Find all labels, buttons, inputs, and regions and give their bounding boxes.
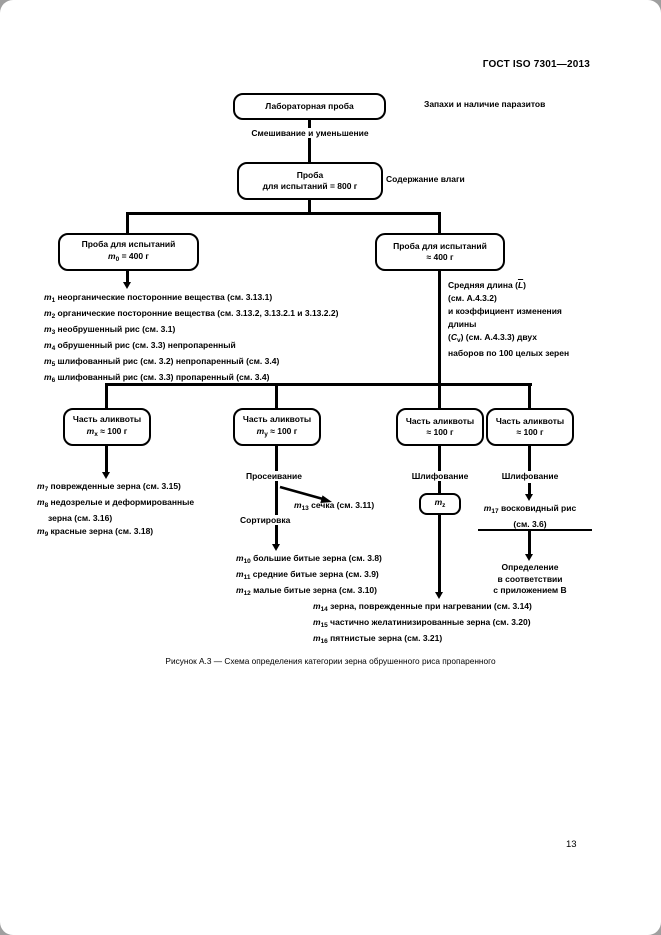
page-number: 13 [566,839,577,850]
connector-line [275,445,278,546]
mz-label: mz [434,496,446,509]
damaged-list: m7 поврежденные зерна (см. 3.15) m8 недоз… [37,480,195,541]
step-grinding4-label: Шлифование [495,471,565,481]
connector-line [438,212,441,234]
node-sample-a-line1: Проба для испытаний [81,239,176,249]
node-mz: mz [419,493,461,515]
aliquot-1-label: Часть аликвоты [72,414,142,424]
list-item: m16 пятнистые зерна (см. 3.21) [313,633,443,645]
node-sample-b-line2: ≈ 400 г [426,252,454,262]
connector-line [275,383,278,408]
flow-arrowhead [525,494,533,501]
connector-line [105,445,108,474]
length-note-line6: наборов по 100 целых зерен [448,348,570,358]
aliquot-3-mass: ≈ 100 г [426,427,454,437]
divider-rule [478,529,592,531]
length-note: Средняя длина (L) (см. А.4.3.2) и коэффи… [448,279,624,360]
list-item: m7 поврежденные зерна (см. 3.15) [37,481,181,493]
determination-line1: Определение [501,562,559,572]
aliquot-4-label: Часть аликвоты [495,415,565,426]
list-item: m12 малые битые зерна (см. 3.10) [236,585,377,597]
list-item: m3 необрушенный рис (см. 3.1) [44,324,176,336]
list-item: m5 шлифованный рис (см. 3.2) непропаренн… [44,356,280,368]
connector-line [438,270,441,408]
node-lab-sample: Лабораторная проба [233,93,386,120]
list-item: m15 частично желатинизированные зерна (с… [313,617,531,629]
figure-caption: Рисунок А.3 — Схема определения категори… [165,656,496,666]
flow-arrowhead [272,544,280,551]
connector-line [528,531,531,556]
step-grinding3-label: Шлифование [405,471,475,481]
connector-line [528,445,531,472]
m17-ref: (см. 3.6) [513,519,547,529]
sieve-chips-arrow [279,485,332,503]
flow-arrowhead [123,282,131,289]
connector-line [528,483,531,496]
node-sample-b: Проба для испытаний ≈ 400 г [375,233,505,271]
list-item: m4 обрушенный рис (см. 3.3) непропаренны… [44,340,236,352]
step-sieving-label: Просеивание [246,471,302,481]
determination-line3: с приложением В [493,585,567,595]
list-item: m2 органические посторонние вещества (см… [44,308,339,320]
list-item: m1 неорганические посторонние вещества (… [44,292,273,304]
connector-line [308,119,311,163]
aliquot-1-mass: mx ≈ 100 г [86,425,128,438]
flow-arrowhead [102,472,110,479]
length-note-line1: Средняя длина (L) [448,280,526,290]
doc-header: ГОСТ ISO 7301—2013 [482,59,590,70]
list-item: m14 зерна, поврежденные при нагревании (… [313,601,532,613]
step-mixing-label: Смешивание и уменьшение [228,128,392,138]
flow-arrowhead [525,554,533,561]
heat-damage-list: m14 зерна, поврежденные при нагревании (… [313,600,532,648]
node-aliquot-4: Часть аликвоты ≈ 100 г [486,408,574,446]
length-note-line4: длины [448,319,477,329]
node-aliquot-1: Часть аликвоты mx ≈ 100 г [63,408,151,446]
list-item: m9 красные зерна (см. 3.18) [37,526,154,538]
node-sample-a-line2: m0 = 400 г [108,250,149,263]
list-item: m10 большие битые зерна (см. 3.8) [236,553,382,565]
connector-line [438,445,441,594]
m17-line1: m17 восковидный рис [483,503,577,515]
determination-line2: в соответствии [497,573,563,584]
connector-line [308,199,311,212]
aliquot-3-label: Часть аликвоты [405,415,475,426]
length-note-line5: (Cv) (см. А.4.3.3) двух [448,332,537,344]
connector-line [528,383,531,408]
broken-list: m10 большие битые зерна (см. 3.8) m11 сре… [236,552,382,600]
connector-line [126,212,129,234]
node-lab-sample-label: Лабораторная проба [265,100,354,111]
connector-line [105,383,532,386]
connector-line [126,212,441,215]
step-sorting-label: Сортировка [240,515,291,525]
list-item: m6 шлифованный рис (см. 3.3) пропаренный… [44,372,270,384]
list-item: m11 средние битые зерна (см. 3.9) [236,569,379,581]
flow-arrowhead [435,592,443,599]
determination-note: Определение в соответствии с приложением… [475,562,585,597]
connector-line [126,270,129,283]
node-test-sample-line1: Проба [296,169,324,180]
node-sample-a: Проба для испытаний m0 = 400 г [58,233,199,271]
node-aliquot-3: Часть аликвоты ≈ 100 г [396,408,484,446]
aliquot-2-label: Часть аликвоты [242,414,312,424]
m17-label: m17 восковидный рис (см. 3.6) [460,502,600,531]
note-moisture: Содержание влаги [386,174,465,184]
m13-label: m13 сечка (см. 3.11) [294,500,375,512]
node-sample-b-line1: Проба для испытаний [393,240,487,251]
aliquot-2-mass: my ≈ 100 г [256,425,298,438]
node-test-sample: Проба для испытаний = 800 г [237,162,383,200]
aliquot-4-mass: ≈ 100 г [516,427,544,437]
node-test-sample-line2: для испытаний = 800 г [262,181,358,191]
length-note-line3: и коэффициент изменения [448,306,562,316]
list-item: m8 недозрелые и деформированные зерна (с… [37,497,195,523]
impurities-list: m1 неорганические посторонние вещества (… [44,291,338,387]
length-note-line2: (см. А.4.3.2) [448,293,497,303]
connector-line [105,383,108,408]
node-aliquot-2: Часть аликвоты my ≈ 100 г [233,408,321,446]
note-parasites: Запахи и наличие паразитов [424,99,546,109]
